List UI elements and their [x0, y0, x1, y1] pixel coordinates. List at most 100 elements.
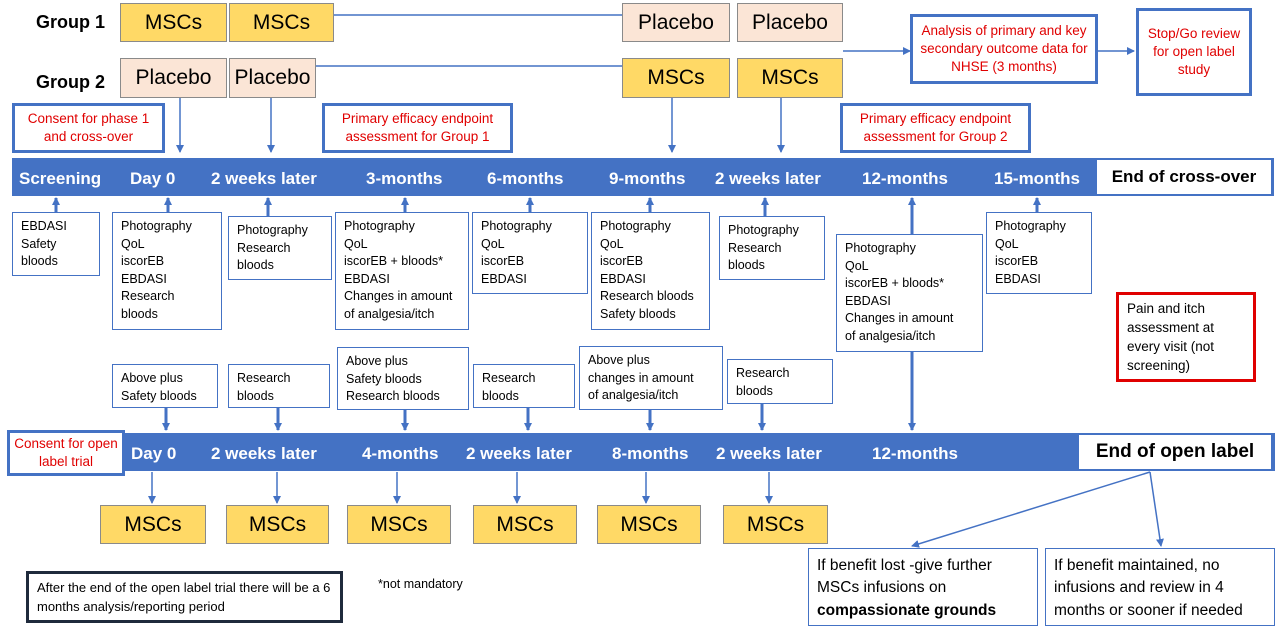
list-item: iscorEB: [121, 254, 165, 268]
benefit-maintained-box: If benefit maintained, no infusions and …: [1045, 548, 1275, 626]
timeline1-screening: Screening: [19, 169, 102, 188]
timeline2-4months: 4-months: [362, 444, 439, 463]
primary-endpoint-group1-note: Primary efficacy endpoint assessment for…: [322, 103, 513, 153]
list-item: iscorEB: [600, 254, 644, 268]
list-item: bloods: [237, 258, 274, 272]
list-item: Safety bloods: [600, 306, 676, 321]
open-visit-2weeks-box: Research bloods: [228, 364, 330, 408]
list-item: Research bloods: [346, 389, 440, 403]
list-item: Photography: [237, 223, 308, 237]
list-item: iscorEB: [481, 254, 525, 268]
list-item: iscorEB + bloods*: [344, 254, 444, 268]
timeline2-8months: 8-months: [612, 444, 689, 463]
after-trial-note: After the end of the open label trial th…: [26, 571, 343, 623]
list-item: bloods: [736, 383, 773, 398]
list-item: Photography: [481, 219, 552, 233]
timeline1-6months: 6-months: [487, 169, 564, 188]
list-item: Photography: [728, 223, 799, 237]
timeline1-2weeks-b: 2 weeks later: [715, 169, 821, 188]
list-item: bloods: [121, 306, 158, 321]
list-item: Changes in amount: [344, 289, 453, 303]
list-item: bloods: [21, 254, 58, 268]
visit-15months-box: Photography QoL iscorEB EBDASI: [986, 212, 1092, 294]
consent-open-label-note: Consent for open label trial: [7, 430, 125, 476]
list-item: bloods: [482, 388, 519, 403]
group1-placebo-2: Placebo: [737, 3, 843, 42]
group1-label: Group 1: [36, 12, 106, 32]
list-item: QoL: [600, 236, 624, 251]
visit-9months-box: Photography QoL iscorEB EBDASI Research …: [591, 212, 710, 330]
list-item: iscorEB + bloods*: [845, 276, 945, 290]
open-msc-5: MSCs: [597, 505, 701, 544]
open-visit-2weeks-b-box: Research bloods: [473, 364, 575, 408]
consent-phase1-note: Consent for phase 1 and cross-over: [12, 103, 165, 153]
list-item: EBDASI: [21, 219, 67, 233]
visit-2weeks-b-box: Photography Research bloods: [719, 216, 825, 280]
end-of-open-label: End of open label: [1079, 435, 1271, 469]
list-item: QoL: [481, 236, 505, 251]
timeline2-2weeks: 2 weeks later: [211, 444, 317, 463]
open-msc-1: MSCs: [100, 505, 206, 544]
list-item: Safety bloods: [121, 388, 197, 403]
list-item: QoL: [845, 258, 869, 273]
open-visit-4months-box: Above plus Safety bloods Research bloods: [337, 347, 469, 410]
benefit-lost-text: If benefit lost -give further MSCs infus…: [817, 557, 992, 597]
list-item: Changes in amount: [845, 311, 954, 325]
list-item: Above plus: [121, 371, 183, 385]
primary-endpoint-group2-note: Primary efficacy endpoint assessment for…: [840, 103, 1031, 153]
visit-2weeks-box: Photography Research bloods: [228, 216, 332, 280]
list-item: EBDASI: [481, 271, 527, 286]
list-item: Safety: [21, 236, 57, 251]
visit-day0-box: Photography QoL iscorEB EBDASI Research …: [112, 212, 222, 330]
group1-msc-2: MSCs: [229, 3, 334, 42]
list-item: of analgesia/itch: [344, 306, 435, 321]
list-item: iscorEB: [995, 254, 1039, 268]
group1-placebo-1: Placebo: [622, 3, 730, 42]
timeline1-9months: 9-months: [609, 169, 686, 188]
open-msc-3: MSCs: [347, 505, 451, 544]
group1-msc-1: MSCs: [120, 3, 227, 42]
benefit-lost-box: If benefit lost -give further MSCs infus…: [808, 548, 1038, 626]
group2-msc-2: MSCs: [737, 58, 843, 98]
benefit-lost-bold: compassionate grounds: [817, 601, 997, 619]
list-item: Research: [237, 240, 291, 255]
timeline1-15months: 15-months: [994, 169, 1080, 188]
group2-placebo-1: Placebo: [120, 58, 227, 98]
list-item: Research bloods: [600, 289, 694, 303]
open-msc-2: MSCs: [226, 505, 329, 544]
list-item: changes in amount: [588, 370, 694, 385]
open-visit-day0-box: Above plus Safety bloods: [112, 364, 218, 408]
timeline1-3months: 3-months: [366, 169, 443, 188]
list-item: EBDASI: [344, 271, 390, 286]
list-item: QoL: [344, 236, 368, 251]
timeline2-2weeks-b: 2 weeks later: [466, 444, 572, 463]
open-visit-8months-box: Above plus changes in amount of analgesi…: [579, 346, 723, 410]
list-item: bloods: [237, 388, 274, 403]
end-of-crossover: End of cross-over: [1097, 160, 1271, 194]
list-item: Research: [237, 371, 291, 385]
list-item: bloods: [728, 258, 765, 272]
list-item: Research: [728, 240, 782, 255]
analysis-note: Analysis of primary and key secondary ou…: [910, 14, 1098, 84]
list-item: QoL: [121, 236, 145, 251]
pain-itch-note: Pain and itch assessment at every visit …: [1116, 292, 1256, 382]
visit-12months-box: Photography QoL iscorEB + bloods* EBDASI…: [836, 234, 983, 352]
list-item: Research: [121, 289, 175, 303]
group2-msc-1: MSCs: [622, 58, 730, 98]
list-item: of analgesia/itch: [588, 388, 679, 402]
timeline2-day0: Day 0: [131, 444, 177, 463]
list-item: QoL: [995, 236, 1019, 251]
crossover-timeline-bar: [12, 158, 1274, 196]
list-item: EBDASI: [845, 293, 891, 308]
list-item: Safety bloods: [346, 371, 422, 386]
stop-go-note: Stop/Go review for open label study: [1136, 8, 1252, 96]
timeline1-2weeks: 2 weeks later: [211, 169, 317, 188]
timeline1-day0: Day 0: [130, 169, 176, 188]
timeline1-12months: 12-months: [862, 169, 948, 188]
list-item: Research: [482, 371, 536, 385]
timeline2-12months: 12-months: [872, 444, 958, 463]
list-item: Photography: [600, 219, 671, 233]
group2-placebo-2: Placebo: [229, 58, 316, 98]
list-item: EBDASI: [995, 271, 1041, 286]
